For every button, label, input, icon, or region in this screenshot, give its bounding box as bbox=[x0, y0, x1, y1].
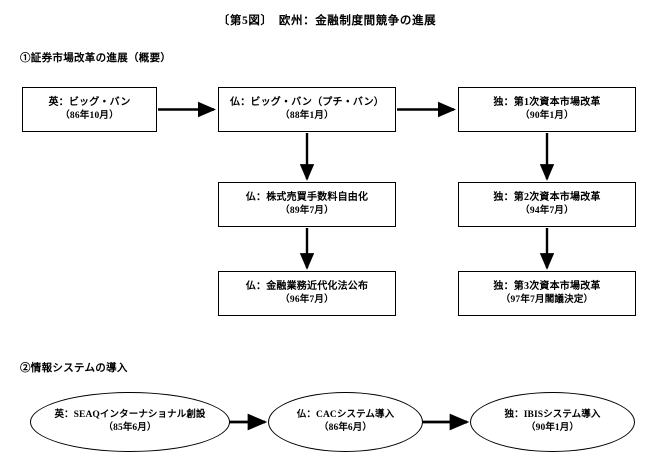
flow-box-label-line2: （90年1月） bbox=[520, 110, 574, 121]
flow-ellipse-label-line1: 独：IBISシステム導入 bbox=[504, 409, 601, 420]
flow-box-label-line1: 仏：ビッグ・バン（プチ・バン） bbox=[230, 96, 384, 108]
flow-box-label-line1: 独：第1次資本市場改革 bbox=[493, 96, 601, 108]
flow-box-label-line1: 独：第2次資本市場改革 bbox=[493, 191, 601, 203]
flow-box-fr-commission-liberalization[interactable]: 仏：株式売買手数料自由化 （89年7月） bbox=[218, 182, 396, 227]
flow-box-label-line1: 独：第3次資本市場改革 bbox=[493, 280, 601, 292]
flow-ellipse-label-line2: （90年1月） bbox=[526, 423, 579, 433]
flow-box-de-capital-market-reform-3[interactable]: 独：第3次資本市場改革 （97年7月閣議決定） bbox=[458, 271, 636, 316]
flow-ellipse-fr-cac-system[interactable]: 仏：CACシステム導入 （86年6月） bbox=[268, 392, 423, 452]
flow-box-label-line2: （89年7月） bbox=[280, 205, 334, 216]
flow-box-label-line2: （97年7月閣議決定） bbox=[500, 294, 594, 305]
flow-box-de-capital-market-reform-2[interactable]: 独：第2次資本市場改革 （94年7月） bbox=[458, 182, 636, 227]
flow-box-label-line1: 仏：金融業務近代化法公布 bbox=[245, 280, 369, 292]
flow-ellipse-label-line1: 英：SEAQインターナショナル創設 bbox=[54, 409, 206, 420]
flow-ellipse-label-line2: （86年6月） bbox=[319, 423, 372, 433]
section-heading-information-systems: ②情報システムの導入 bbox=[20, 363, 128, 374]
flow-box-label-line1: 仏：株式売買手数料自由化 bbox=[245, 191, 369, 203]
flow-box-fr-financial-modernization-act[interactable]: 仏：金融業務近代化法公布 （96年7月） bbox=[218, 271, 396, 316]
flow-ellipse-label-line2: （85年6月） bbox=[103, 423, 157, 433]
figure-title: 〔第5図〕 欧州：金融制度間競争の進展 bbox=[217, 15, 437, 27]
flow-box-de-capital-market-reform-1[interactable]: 独：第1次資本市場改革 （90年1月） bbox=[458, 87, 636, 132]
flow-ellipse-uk-seaq-international[interactable]: 英：SEAQインターナショナル創設 （85年6月） bbox=[30, 392, 230, 452]
flow-box-label-line2: （96年7月） bbox=[280, 294, 334, 305]
flow-box-label-line2: （88年1月） bbox=[280, 110, 334, 121]
section-heading-securities-market-reform: ①証券市場改革の進展（概要） bbox=[20, 53, 172, 64]
flow-box-label-line2: （86年10月） bbox=[60, 110, 119, 121]
flow-box-uk-bigbang[interactable]: 英：ビッグ・バン （86年10月） bbox=[22, 87, 157, 132]
flow-box-label-line1: 英：ビッグ・バン bbox=[48, 96, 131, 108]
flow-box-fr-bigbang[interactable]: 仏：ビッグ・バン（プチ・バン） （88年1月） bbox=[218, 87, 396, 132]
flow-ellipse-label-line1: 仏：CACシステム導入 bbox=[296, 409, 395, 420]
flow-box-label-line2: （94年7月） bbox=[520, 205, 574, 216]
flow-ellipse-de-ibis-system[interactable]: 独：IBISシステム導入 （90年1月） bbox=[470, 392, 635, 452]
